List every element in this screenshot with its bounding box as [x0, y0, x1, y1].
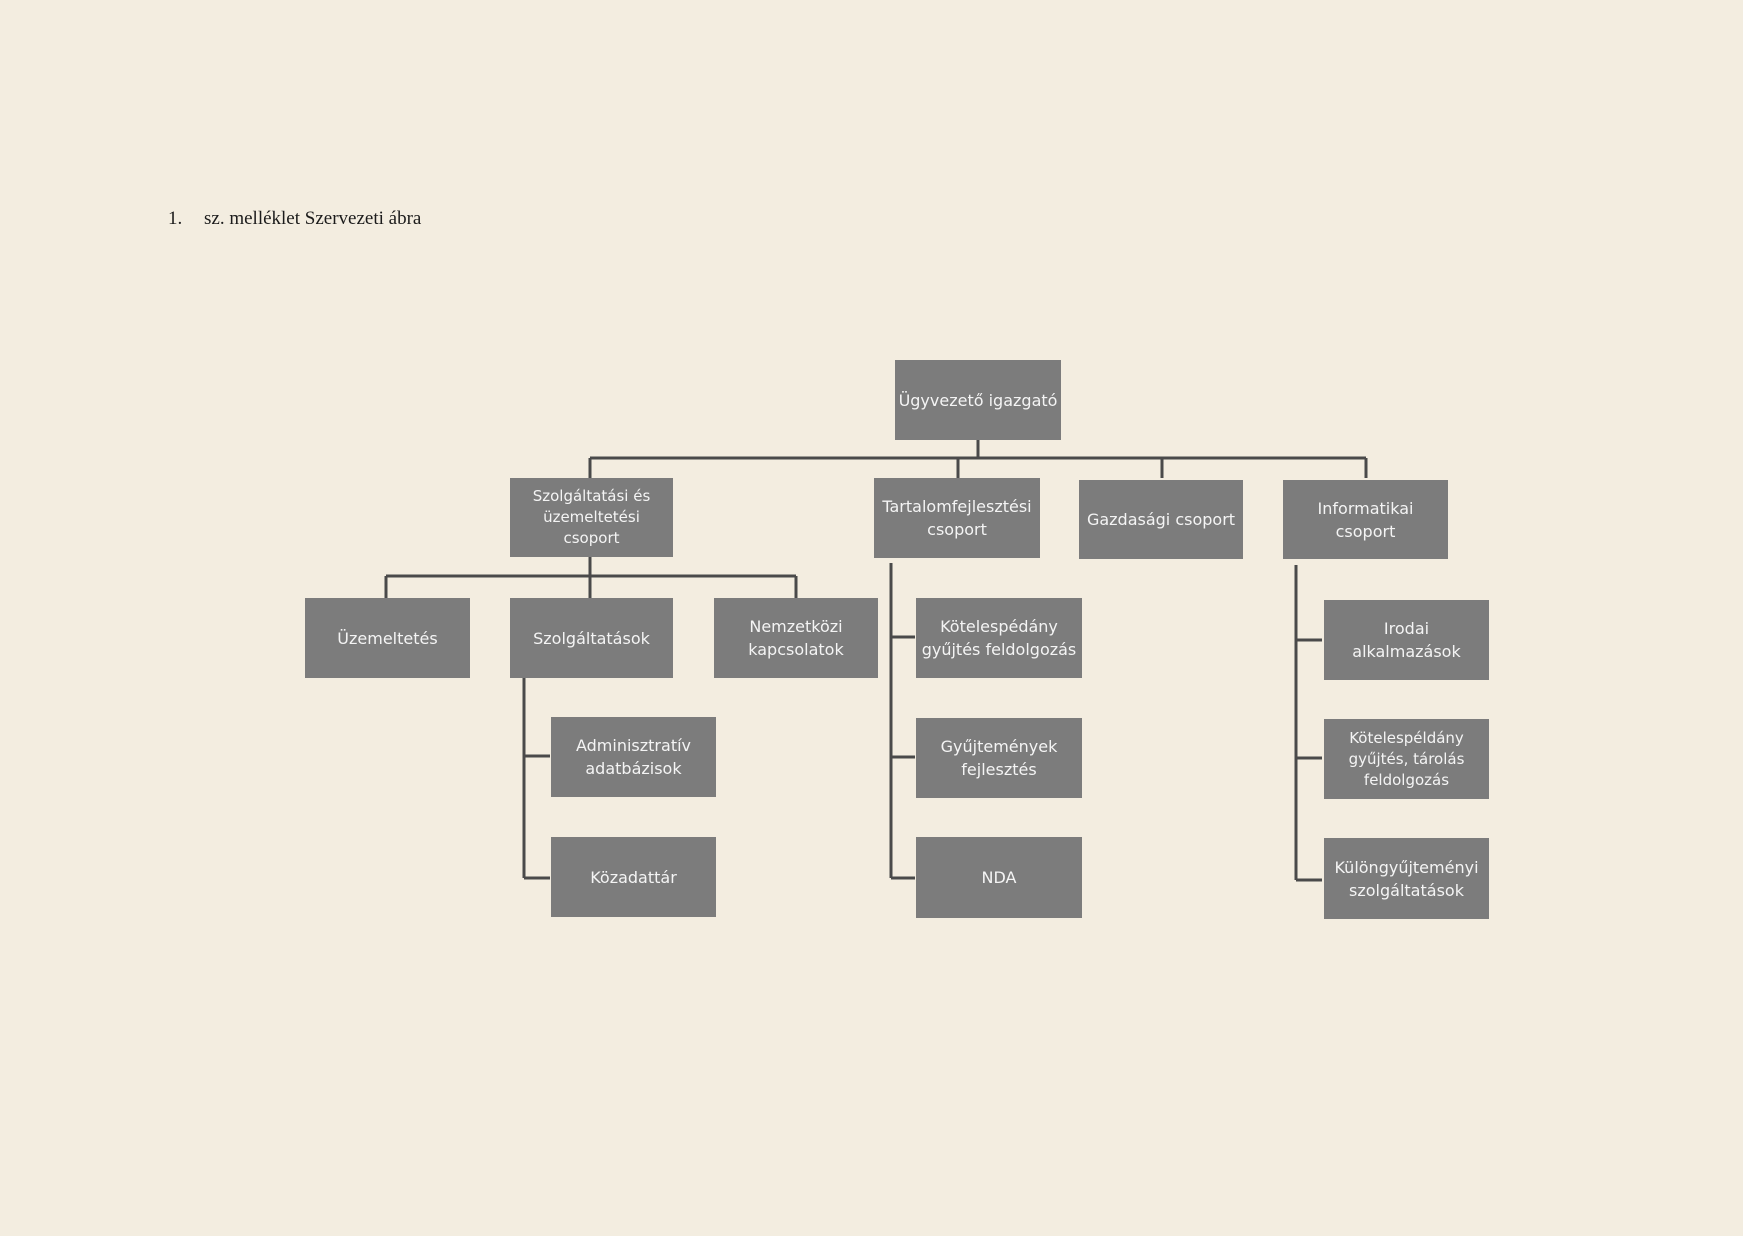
node-public-data: Közadattár	[551, 837, 716, 917]
node-admin-db: Adminisztratív adatbázisok	[551, 717, 716, 797]
connector-lines	[384, 440, 1368, 882]
node-nda: NDA	[916, 837, 1082, 918]
node-office-apps: Irodai alkalmazások	[1324, 600, 1489, 680]
figure-caption: 1. sz. melléklet Szervezeti ábra	[168, 208, 421, 230]
node-legal-deposit: Kötelespédány gyűjtés feldolgozás	[916, 598, 1082, 678]
node-collections: Gyűjtemények fejlesztés	[916, 718, 1082, 798]
node-legal-deposit-storage: Kötelespéldány gyűjtés, tárolás feldolgo…	[1324, 719, 1489, 799]
node-services: Szolgáltatások	[510, 598, 673, 678]
page-bottom-edge	[0, 1236, 1743, 1248]
node-finance-group: Gazdasági csoport	[1079, 480, 1243, 559]
node-content-group: Tartalomfejlesztési csoport	[874, 478, 1040, 558]
node-special-collections: Különgyűjteményi szolgáltatások	[1324, 838, 1489, 919]
node-international: Nemzetközi kapcsolatok	[714, 598, 878, 678]
caption-number: 1.	[168, 208, 183, 229]
node-director: Ügyvezető igazgató	[895, 360, 1061, 440]
node-operations: Üzemeltetés	[305, 598, 470, 678]
node-service-group: Szolgáltatási és üzemeltetési csoport	[510, 478, 673, 557]
node-it-group: Informatikai csoport	[1283, 480, 1448, 559]
caption-text: sz. melléklet Szervezeti ábra	[204, 208, 422, 229]
